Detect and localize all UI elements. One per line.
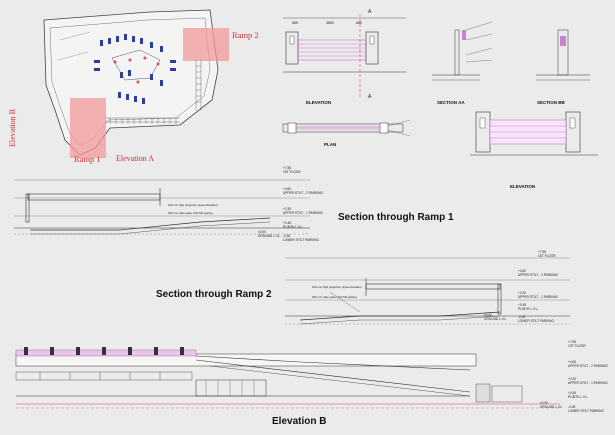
- section-aa: SECTION AA: [432, 21, 493, 105]
- elevation-a-label: Elevation A: [116, 154, 154, 163]
- s1-level-label-us1: UPPER STILT - 1 PARKING: [283, 211, 323, 215]
- s1-level-label-ground: GROUND L.V.L.: [258, 234, 281, 238]
- s2-note-2: 300 mm wide gutter with MS grating: [312, 295, 357, 299]
- railing-elevation-2: ELEVATION: [470, 111, 598, 189]
- s1-level-value-plinth: +0.45: [283, 221, 291, 225]
- elevation-b-label: Elevation B: [8, 109, 17, 147]
- s1-level-label-lower: LOWER STILT PARKING: [283, 238, 319, 242]
- eb-level-label-1st: 1ST FLOOR: [568, 344, 586, 348]
- ramp-2-highlight: [183, 28, 229, 61]
- s2-level-label-us1: UPPER STILT - 1 PARKING: [518, 295, 558, 299]
- elevation-title: ELEVATION: [306, 100, 331, 105]
- s1-level-value-lower: -0.45: [283, 234, 290, 238]
- eb-level-label-us2: UPPER STILT - 2 PARKING: [568, 364, 608, 368]
- s2-level-label-plinth: PLINTH L.V.L.: [518, 307, 538, 311]
- s2-level-value-lower: -0.45: [518, 315, 525, 319]
- s2-level-label-1st: 1ST FLOOR: [538, 254, 556, 258]
- dim-685-left: 685: [292, 21, 298, 25]
- railing-plan: PLAN: [282, 119, 411, 147]
- dim-3850: 3850: [326, 21, 334, 25]
- section-bb-title: SECTION BB: [537, 100, 566, 105]
- cut-a-bottom: A: [368, 94, 372, 100]
- elevation-2-title: ELEVATION: [510, 184, 535, 189]
- s1-level-label-1st: 1ST FLOOR: [283, 170, 301, 174]
- eb-level-label-plinth: PLINTH L.V.L.: [568, 395, 588, 399]
- section-ramp-1-title: Section through Ramp 1: [338, 212, 454, 223]
- section-aa-title: SECTION AA: [437, 100, 465, 105]
- ramp-2-label: Ramp 2: [232, 30, 259, 40]
- ramp-1-label: Ramp 1: [74, 154, 101, 164]
- s1-level-value-ground: ±0.00: [258, 230, 266, 234]
- s2-level-label-ground: GROUND L.V.L.: [484, 317, 507, 321]
- section-ramp-1: 100 mm high projection (speed breaker) 3…: [14, 166, 454, 242]
- railing-elevation: A A 685 3850 685 ELEVATION: [283, 9, 406, 105]
- s2-level-value-us1: +2.30: [518, 291, 526, 295]
- eb-level-value-lower: -0.45: [568, 405, 575, 409]
- eb-level-value-1st: +7.55: [568, 340, 576, 344]
- eb-level-value-us2: +4.60: [568, 360, 576, 364]
- s2-level-value-1st: +7.55: [538, 250, 546, 254]
- eb-level-label-lower: LOWER STILT PARKING: [568, 409, 604, 413]
- eb-level-value-ground: ±0.00: [540, 401, 548, 405]
- s2-level-value-us2: +4.60: [518, 269, 526, 273]
- elevation-b-drawing: +7.55 1ST FLOOR +4.60 UPPER STILT - 2 PA…: [15, 340, 608, 427]
- s1-note-1: 100 mm high projection (speed breaker): [168, 203, 218, 207]
- section-ramp-2-title: Section through Ramp 2: [156, 289, 272, 300]
- section-bb: SECTION BB: [536, 29, 590, 105]
- s2-level-label-lower: LOWER STILT PARKING: [518, 319, 554, 323]
- s1-level-value-1st: +7.55: [283, 166, 291, 170]
- s1-level-markers: +7.55 1ST FLOOR +4.60 UPPER STILT - 2 PA…: [258, 166, 323, 242]
- eb-level-markers: +7.55 1ST FLOOR +4.60 UPPER STILT - 2 PA…: [540, 340, 608, 413]
- s2-level-label-us2: UPPER STILT - 2 PARKING: [518, 273, 558, 277]
- s1-level-value-us2: +4.60: [283, 187, 291, 191]
- s2-note-1: 100 mm high projection (speed breaker): [312, 285, 362, 289]
- ramp-1-highlight: [70, 98, 106, 158]
- s2-level-markers: +7.55 1ST FLOOR +4.60 UPPER STILT - 2 PA…: [484, 250, 558, 323]
- eb-level-label-us1: UPPER STILT - 1 PARKING: [568, 381, 608, 385]
- s1-level-value-us1: +2.30: [283, 207, 291, 211]
- site-plan: Ramp 2 Ramp 1 Elevation A Elevation B: [8, 9, 259, 164]
- elevation-b-title: Elevation B: [272, 416, 326, 427]
- plan-title: PLAN: [324, 142, 336, 147]
- eb-level-label-ground: GROUND L.V.L.: [540, 405, 563, 409]
- s2-level-value-plinth: +0.45: [518, 303, 526, 307]
- eb-level-value-us1: +2.30: [568, 377, 576, 381]
- dim-685-right: 685: [356, 21, 362, 25]
- eb-level-value-plinth: +0.45: [568, 391, 576, 395]
- s2-level-value-ground: ±0.00: [484, 313, 492, 317]
- cut-a-top: A: [368, 9, 372, 15]
- s1-note-2: 300 mm wide gutter with MS grating: [168, 211, 213, 215]
- s1-level-label-us2: UPPER STILT - 2 PARKING: [283, 191, 323, 195]
- section-ramp-2: 100 mm high projection (speed breaker) 3…: [156, 250, 570, 325]
- s1-level-label-plinth: PLINTH L.V.L.: [283, 225, 303, 229]
